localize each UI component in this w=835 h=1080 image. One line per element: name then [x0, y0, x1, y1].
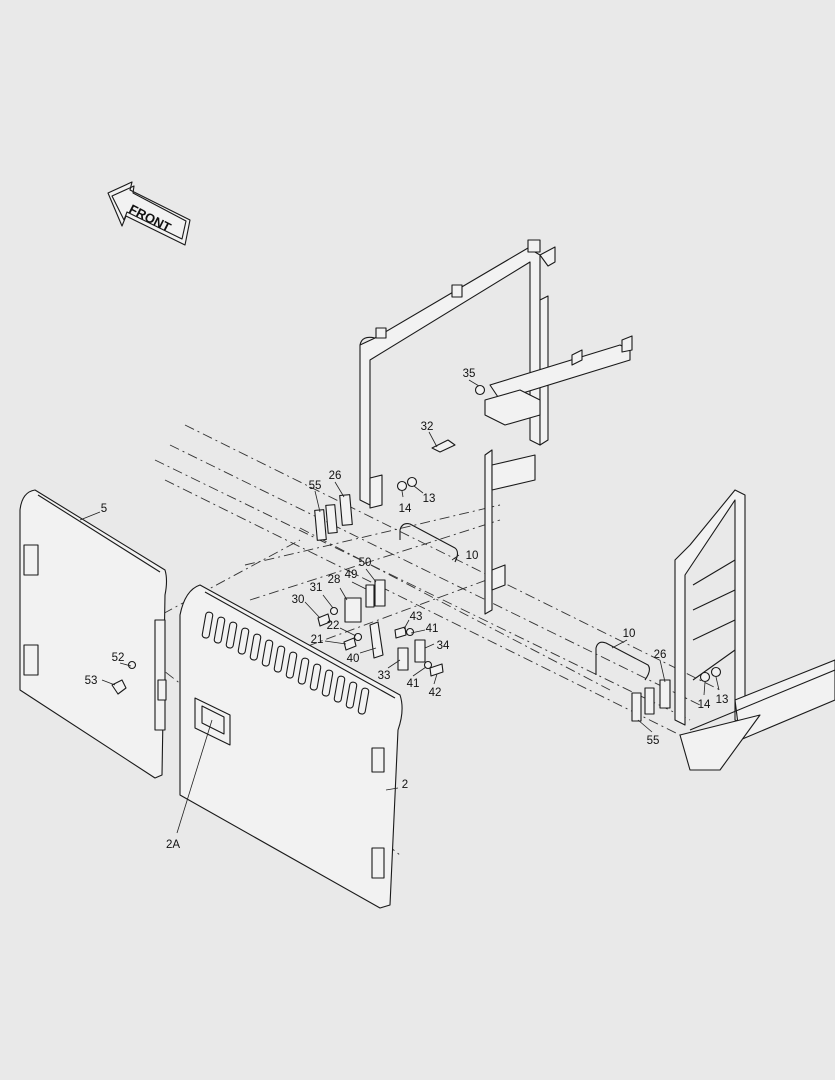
callout-34: 34 [437, 640, 450, 652]
callout-43: 43 [410, 611, 423, 623]
callout-35: 35 [463, 368, 476, 380]
callout-labels: 5 2 2A 52 53 55 26 14 13 35 32 10 50 49 … [85, 368, 729, 851]
callout-52: 52 [112, 652, 125, 664]
right-frame-assembly [674, 489, 835, 771]
callout-32: 32 [421, 421, 434, 433]
front-direction-arrow: FRONT [107, 181, 191, 246]
callout-14: 14 [698, 699, 711, 711]
leader-lines [79, 379, 720, 834]
upper-frame-assembly [359, 239, 633, 615]
callout-13: 13 [716, 694, 729, 706]
callout-53: 53 [85, 675, 98, 687]
callout-40: 40 [347, 653, 360, 665]
door-louvers [201, 611, 370, 715]
callout-28: 28 [328, 574, 341, 586]
callout-10: 10 [623, 628, 636, 640]
callout-5: 5 [101, 503, 107, 515]
callout-33: 33 [378, 670, 391, 682]
callout-13: 13 [423, 493, 436, 505]
door-handle-2a [194, 697, 231, 746]
hardware-parts [111, 384, 722, 722]
callout-50: 50 [359, 557, 372, 569]
callout-49: 49 [345, 569, 358, 581]
callout-2: 2 [402, 779, 408, 791]
callout-10: 10 [466, 550, 479, 562]
callout-30: 30 [292, 594, 305, 606]
front-door-panel [179, 584, 403, 909]
callout-2a: 2A [166, 839, 180, 851]
callout-41: 41 [426, 623, 439, 635]
callout-55: 55 [647, 735, 660, 747]
callout-14: 14 [399, 503, 412, 515]
callout-42: 42 [429, 687, 442, 699]
side-door-panel [19, 489, 168, 779]
callout-26: 26 [329, 470, 342, 482]
callout-55: 55 [309, 480, 322, 492]
callout-21: 21 [311, 634, 324, 646]
callout-26: 26 [654, 649, 667, 661]
callout-41: 41 [407, 678, 420, 690]
callout-31: 31 [310, 582, 323, 594]
callout-22: 22 [327, 620, 340, 632]
